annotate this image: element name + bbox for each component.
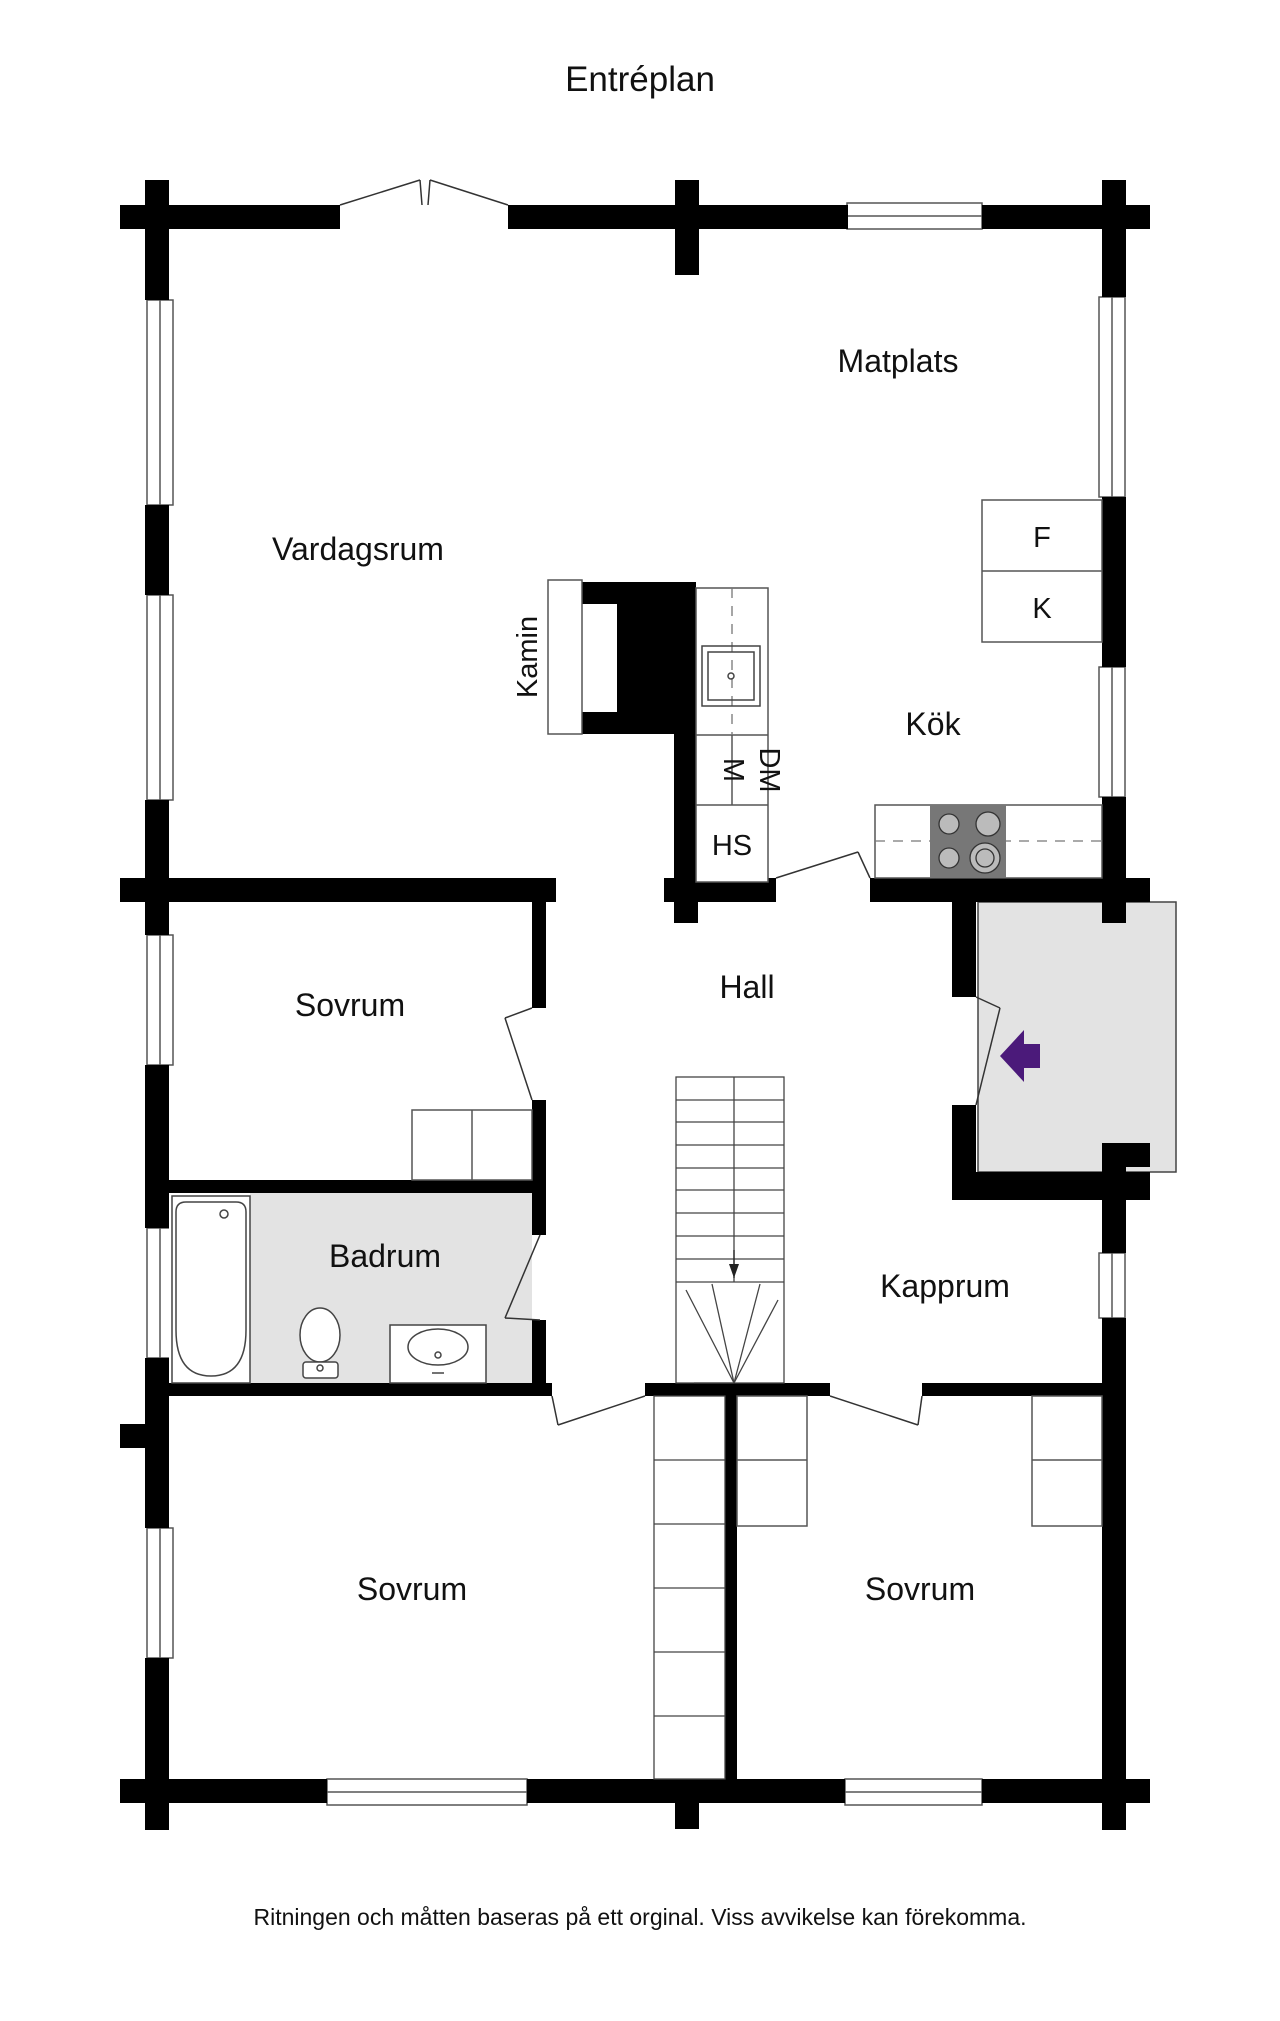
room-label-matplats: Matplats bbox=[838, 343, 959, 379]
room-label-sovrum-2: Sovrum bbox=[357, 1571, 467, 1607]
freezer-label: K bbox=[1032, 593, 1052, 625]
disclaimer-footer: Ritningen och måtten baseras på ett orgi… bbox=[253, 1904, 1027, 1930]
stove-icon bbox=[930, 805, 1006, 878]
staircase bbox=[675, 1076, 785, 1384]
balcony-doors bbox=[339, 179, 509, 206]
washbasin-icon bbox=[389, 1324, 487, 1384]
room-label-sovrum-1: Sovrum bbox=[295, 987, 405, 1023]
dishwasher-label: DM bbox=[753, 747, 785, 792]
entrance-area bbox=[977, 901, 1177, 1173]
doors bbox=[504, 851, 1001, 1426]
toilet-icon bbox=[299, 1307, 341, 1379]
room-label-hall: Hall bbox=[719, 969, 774, 1005]
kitchen-sink-icon bbox=[701, 645, 761, 707]
kitchen-counters bbox=[695, 499, 1103, 883]
microwave-label: M bbox=[717, 758, 749, 782]
wardrobe-bedroom-1 bbox=[411, 1109, 533, 1181]
staircase-lower bbox=[653, 1395, 726, 1780]
fridge-label: F bbox=[1033, 522, 1051, 554]
fireplace-hearth bbox=[547, 579, 583, 735]
wardrobes-lower bbox=[736, 1395, 1103, 1527]
room-label-kok: Kök bbox=[905, 706, 961, 742]
room-label-kamin: Kamin bbox=[512, 616, 544, 698]
room-label-vardagsrum: Vardagsrum bbox=[272, 531, 444, 567]
bathtub-icon bbox=[171, 1195, 251, 1384]
windows bbox=[146, 202, 1126, 1806]
plan-title: Entréplan bbox=[565, 60, 715, 99]
stairs-down-arrow-icon bbox=[729, 1250, 739, 1278]
room-label-sovrum-3: Sovrum bbox=[865, 1571, 975, 1607]
tall-cabinet-label: HS bbox=[712, 830, 752, 862]
entrance-arrow-icon bbox=[1000, 1030, 1040, 1082]
room-label-kapprum: Kapprum bbox=[880, 1268, 1010, 1304]
room-label-badrum: Badrum bbox=[329, 1238, 441, 1274]
